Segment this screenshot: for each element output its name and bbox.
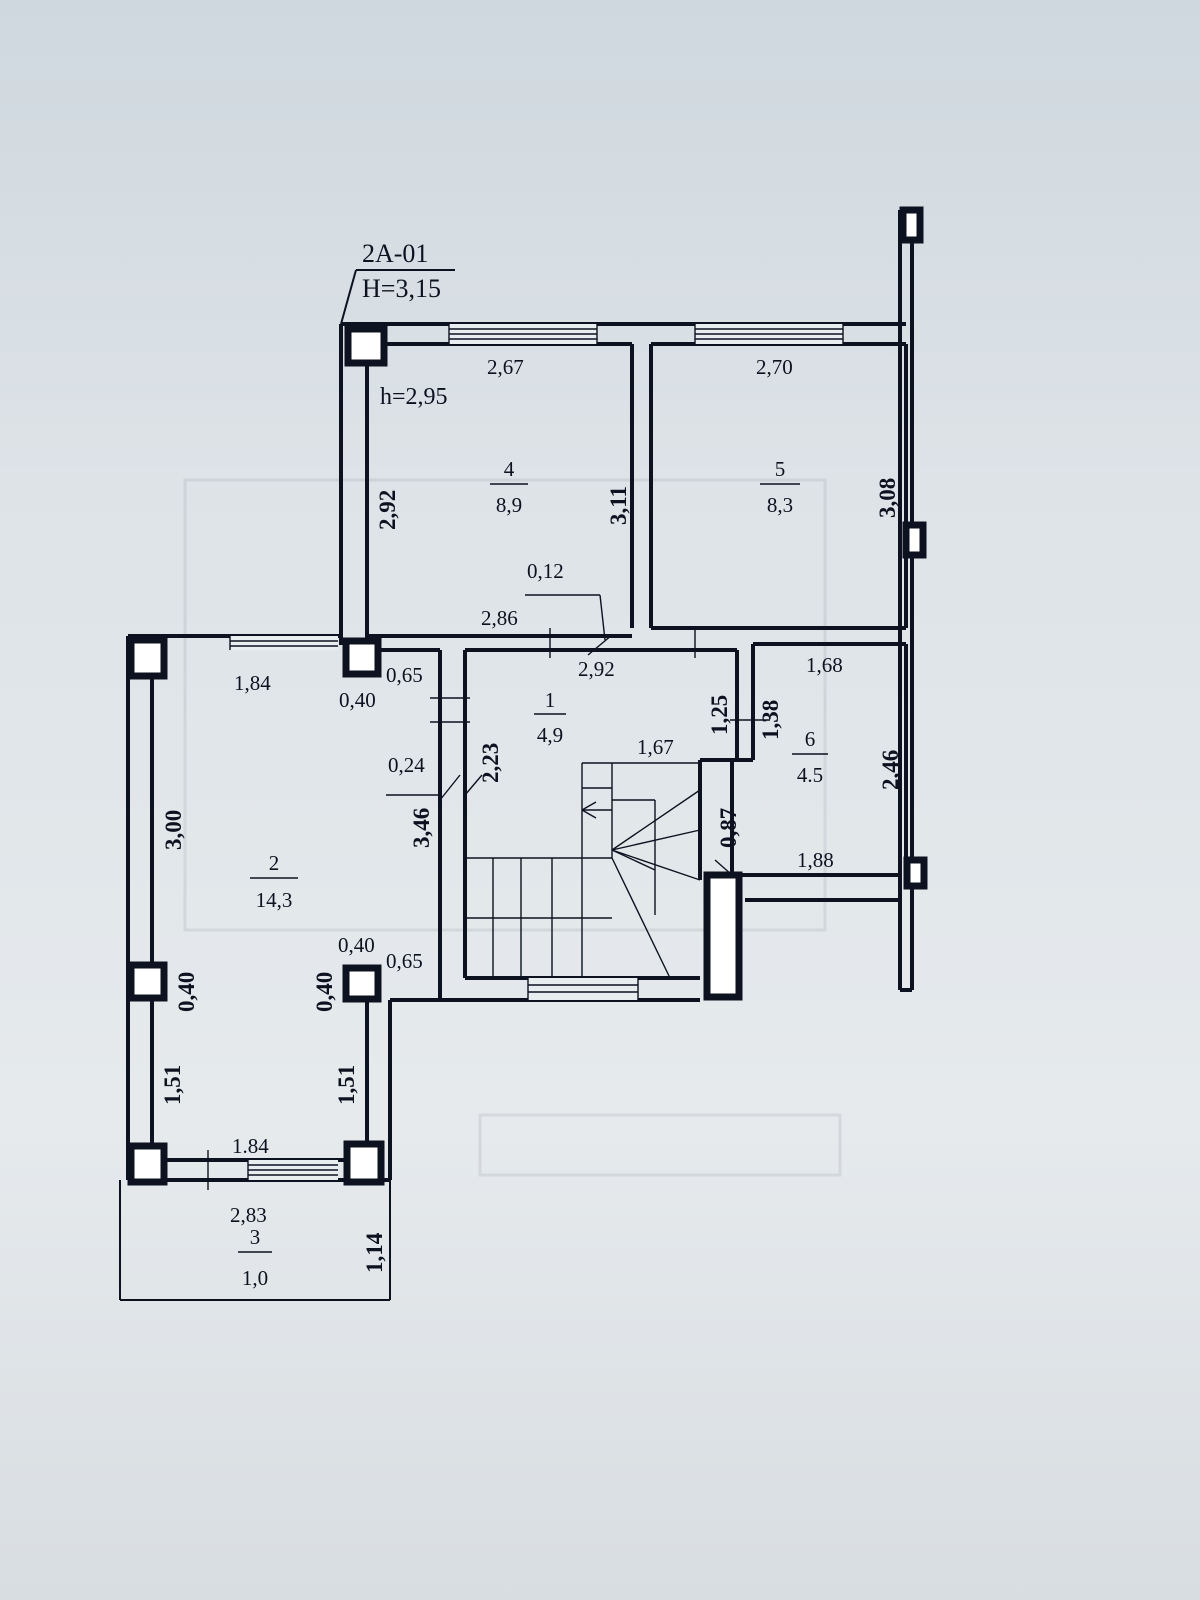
dim-r2-065-top: 0,65 <box>386 663 423 687</box>
ceiling-height-room: h=2,95 <box>380 384 448 410</box>
dim-r6-bottom: 1,88 <box>797 848 834 872</box>
dim-r4-left: 2,92 <box>375 490 400 530</box>
dim-r2-040-right: 0,40 <box>312 972 337 1012</box>
window-room-4 <box>448 324 598 344</box>
labels: 2A-01 H=3,15 h=2,95 2,67 4 8,9 2,92 3,11… <box>160 239 903 1290</box>
dim-r2-065-mid: 0,65 <box>386 949 423 973</box>
windows <box>229 324 844 1180</box>
window-room-1-bottom <box>527 978 639 1000</box>
dim-r5-right: 3,08 <box>875 478 900 518</box>
room-4-number: 4 <box>504 457 515 481</box>
dim-r2-top: 1,84 <box>234 671 271 695</box>
room-6-number: 6 <box>805 727 816 751</box>
columns <box>127 206 928 1186</box>
room-2-number: 2 <box>269 851 280 875</box>
room-1-number: 1 <box>545 688 556 712</box>
bleed-through-marks <box>183 478 842 1177</box>
dim-r2-151-left: 1,51 <box>160 1065 185 1105</box>
room-5-number: 5 <box>775 457 786 481</box>
window-room-2-bottom <box>247 1160 338 1180</box>
dim-r2-040-top: 0,40 <box>339 688 376 712</box>
room-1-area: 4,9 <box>537 723 563 747</box>
dim-r2-040-left: 0,40 <box>174 972 199 1012</box>
dim-r2-151-right: 1,51 <box>334 1065 359 1105</box>
tick-marks <box>207 594 770 1190</box>
dim-r6-top: 1,68 <box>806 653 843 677</box>
window-room-5 <box>694 324 844 344</box>
dim-r2-bottom: 1.84 <box>232 1134 269 1158</box>
dim-small-012: 0,12 <box>527 559 564 583</box>
dim-r1-diag: 2,92 <box>578 657 615 681</box>
dim-r6-left: 1,38 <box>758 700 783 740</box>
room-3-area: 1,0 <box>242 1266 268 1290</box>
room-6-area: 4.5 <box>797 763 823 787</box>
dim-r1-top: 2,86 <box>481 606 518 630</box>
apartment-label: 2A-01 <box>362 239 428 268</box>
room-4-area: 8,9 <box>496 493 522 517</box>
dim-r3-height: 1,14 <box>362 1232 387 1273</box>
dim-r1-024: 0,24 <box>388 753 425 777</box>
room-3-number: 3 <box>250 1225 261 1249</box>
dim-r1-right: 1,25 <box>707 695 732 735</box>
dim-r3-width: 2,83 <box>230 1203 267 1227</box>
ceiling-height-total: H=3,15 <box>362 274 441 303</box>
dim-r6-087: 0,87 <box>716 808 741 848</box>
dim-r6-right: 2,46 <box>878 750 903 790</box>
dim-r4-right: 3,11 <box>606 486 631 525</box>
room-5-area: 8,3 <box>767 493 793 517</box>
dim-r2-040-mid: 0,40 <box>338 933 375 957</box>
dim-r5-width: 2,70 <box>756 355 793 379</box>
room-2-area: 14,3 <box>256 888 293 912</box>
dim-r1-stair: 1,67 <box>637 735 674 759</box>
dim-r4-width: 2,67 <box>487 355 524 379</box>
window-room-2-top <box>229 636 338 650</box>
dim-r1-left: 2,23 <box>478 743 503 783</box>
dim-r2-right-346: 3,46 <box>409 808 434 848</box>
dim-r2-left-300: 3,00 <box>161 810 186 850</box>
staircase <box>465 762 701 979</box>
